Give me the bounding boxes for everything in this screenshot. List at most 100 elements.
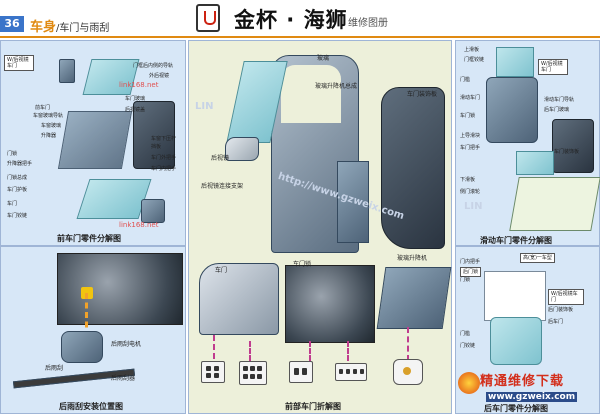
leader-line <box>85 293 88 337</box>
van-body-illustration <box>509 177 600 231</box>
logo-text: 精通维修下载 <box>480 374 565 389</box>
door-lock-photo <box>285 265 375 343</box>
regulator-illustration <box>337 161 369 243</box>
part-label: 玻璃升降机总成 <box>315 83 358 90</box>
part-label: 侧门滚轮 <box>460 189 481 195</box>
sliding-glass-illustration <box>496 47 534 77</box>
sliding-door-illustration <box>486 77 538 143</box>
part-label: 后门装饰板 <box>548 307 574 313</box>
rear-glass-illustration <box>516 151 554 175</box>
box-label-mirror-door: W/后视镜车门 <box>4 55 34 71</box>
part-label: 滑动车门导轨 <box>544 97 575 103</box>
part-label: 车门内把手 <box>151 166 177 172</box>
part-label: 车门外把手 <box>151 155 177 161</box>
site-logo: 精通维修下载 www.gzweix.com <box>458 368 600 414</box>
sliding-trim-illustration <box>552 119 594 173</box>
leader-line <box>407 327 409 361</box>
connector-illustration <box>289 361 313 383</box>
rear-door-exploded-panel: 高(宽)一车型 后门锁 W/后视镜车门 门内把手 门锁 后门装饰板 后车门 门槛… <box>455 246 600 414</box>
door-trim-illustration <box>381 87 445 249</box>
part-label: 后视镜 <box>211 155 230 162</box>
regulator-illustration <box>57 111 133 169</box>
front-door-exploded-panel: W/后视镜车门 门框后内侧的导轨 外后视镜 车门玻璃 前车门 车窗玻璃导轨 后视… <box>0 40 186 246</box>
leader-line <box>249 341 251 361</box>
part-label: 车门把手 <box>460 145 481 151</box>
part-label: 车门 <box>7 201 18 207</box>
part-label: 车门装饰板 <box>554 149 580 155</box>
part-label: 门锁总成 <box>7 175 28 181</box>
door-glass-illustration <box>82 59 140 95</box>
section-name: 车身 <box>30 20 57 35</box>
logo-ball-icon <box>458 372 480 394</box>
part-label: 后车门 <box>548 319 564 325</box>
logo-url: www.gzweix.com <box>486 392 578 402</box>
part-label: 门框后内侧的导轨 <box>133 63 174 69</box>
part-label: 门锁 <box>460 277 471 283</box>
part-label: 上滑板 <box>464 47 480 53</box>
brand-subtitle: 维修图册 <box>348 18 388 29</box>
part-label: 门槛 <box>460 77 471 83</box>
panel-caption: 滑动车门零件分解图 <box>480 236 552 245</box>
part-label: 车门 <box>215 267 228 274</box>
box-label-mirror-door: W/后视镜车门 <box>548 289 584 305</box>
section-title: 车身/车门与雨刮 <box>30 16 109 35</box>
watermark: link168.net <box>119 81 159 89</box>
brand-title: 金杯 · 海狮 <box>234 8 348 32</box>
part-label: 后车门玻璃 <box>544 107 570 113</box>
part-label: 玻璃 <box>317 55 330 62</box>
part-label: 车门铰链 <box>7 213 28 219</box>
section-subtitle: /车门与雨刮 <box>56 23 110 34</box>
panel-caption: 后车门零件分解图 <box>484 404 548 413</box>
rear-door-glass-illustration <box>490 317 542 365</box>
part-label: 后雨刮电机 <box>111 341 142 348</box>
window-opening <box>281 65 341 123</box>
part-label: 门铰链 <box>460 343 476 349</box>
hinge-part-illustration <box>59 59 75 83</box>
part-label: 下滑板 <box>460 177 476 183</box>
part-label: 后视镜盖 <box>125 107 146 113</box>
panel-caption: 前部车门折解图 <box>285 402 341 411</box>
mirror-illustration <box>225 137 259 161</box>
part-label: 上导滑块 <box>460 133 481 139</box>
part-label: 后雨刮 <box>45 365 64 372</box>
part-label: 车门护板 <box>7 187 28 193</box>
part-label: 升降器 <box>41 133 57 139</box>
door-panel-illustration <box>133 101 175 169</box>
leader-line <box>309 341 311 361</box>
part-label: 外后视镜 <box>149 73 170 79</box>
part-label: 挡板 <box>151 144 162 150</box>
header-divider <box>0 36 600 38</box>
wiper-motor-illustration <box>61 331 103 363</box>
connector-illustration <box>393 359 423 385</box>
rear-door-diagram <box>484 271 546 321</box>
brand-block: 金杯 · 海狮 维修图册 <box>190 0 400 34</box>
leader-line <box>347 341 349 361</box>
door-shell-illustration <box>199 263 279 335</box>
part-label: 门锁 <box>7 151 18 157</box>
window-regulator-illustration <box>376 267 452 329</box>
part-label: 车门装饰板 <box>407 91 438 98</box>
connector-illustration <box>239 361 267 385</box>
part-label: 滑动车门 <box>460 95 481 101</box>
part-label: 车窗玻璃 <box>41 123 62 129</box>
part-label: 车门锁 <box>293 261 312 268</box>
wiper-location-photo <box>57 253 183 325</box>
box-label-model: 高(宽)一车型 <box>520 253 555 263</box>
leader-line <box>213 335 215 359</box>
sliding-door-exploded-panel: W/后视镜车门 上滑板 门框铰链 门槛 滑动车门 滑动车门导轨 后车门玻璃 车门… <box>455 40 600 246</box>
box-label-mirror-door: W/后视镜车门 <box>538 59 568 75</box>
connector-illustration <box>201 361 225 383</box>
part-label: 门槛 <box>460 331 471 337</box>
part-label: 门内把手 <box>460 259 481 265</box>
rear-wiper-location-panel: 后雨刮电机 后雨刮 后雨刮器 后雨刮安装位置图 <box>0 246 186 414</box>
watermark: link168.net <box>119 221 159 229</box>
front-door-assembly-panel: 玻璃 玻璃升降机总成 车门装饰板 后视镜 后视镜连接支架 车门 车门锁 玻璃升降… <box>188 40 452 414</box>
part-label: 前车门 <box>35 105 51 111</box>
panel-caption: 前车门零件分解图 <box>57 234 121 243</box>
part-label: 升降器把手 <box>7 161 33 167</box>
box-label-lock: 后门锁 <box>460 267 482 277</box>
part-label: 门框铰链 <box>464 57 485 63</box>
watermark: LIN <box>464 201 483 212</box>
page-number: 36 <box>0 16 24 32</box>
watermark: LIN <box>195 101 214 112</box>
